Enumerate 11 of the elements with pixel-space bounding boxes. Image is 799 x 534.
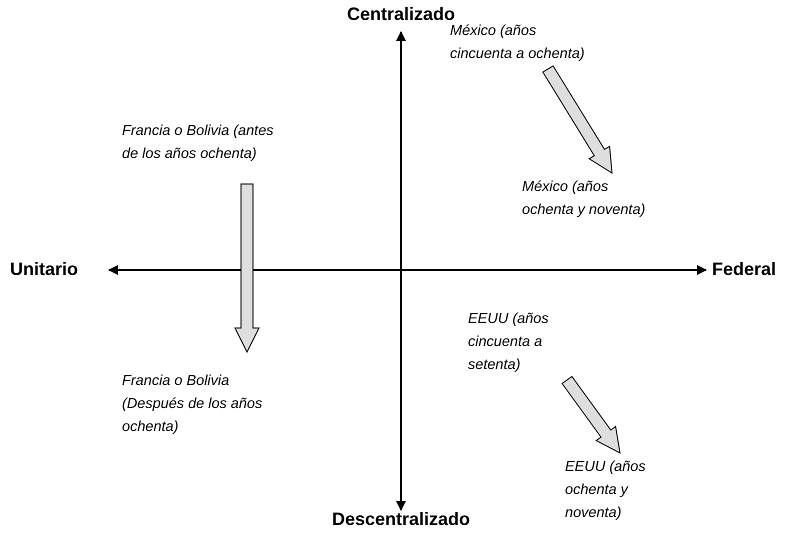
axis-label: Federal — [712, 259, 776, 280]
block-arrow — [561, 376, 621, 454]
block-arrow — [234, 184, 260, 354]
block-arrow — [542, 65, 613, 174]
axis-label: Unitario — [10, 259, 78, 280]
case-text: EEUU (años ochenta y noventa) — [565, 456, 685, 525]
case-text: Francia o Bolivia (Después de los años ochenta) — [122, 370, 277, 439]
case-text: México (años ochenta y noventa) — [522, 176, 652, 222]
case-text: EEUU (años cincuenta a setenta) — [468, 308, 588, 377]
axis-label: Descentralizado — [332, 509, 470, 530]
case-text: Francia o Bolivia (antes de los años ochenta) — [122, 120, 277, 166]
